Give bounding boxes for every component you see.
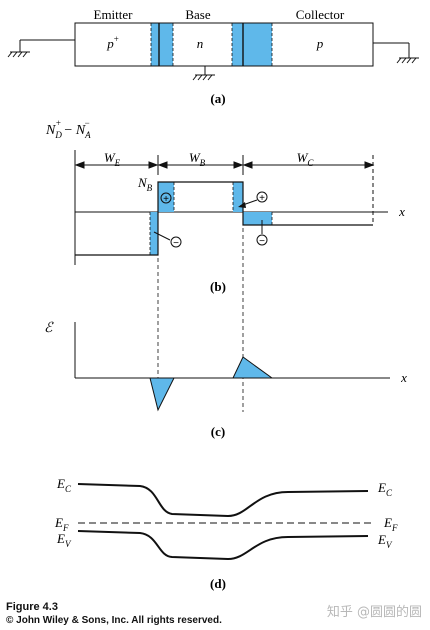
collector-depletion-charge [243, 212, 272, 225]
ev-right-label: EV [377, 532, 393, 550]
positive-charge-icon-eb: + [160, 192, 172, 205]
negative-charge-icon-eb: − [153, 231, 182, 249]
nb-label: NB [137, 175, 153, 193]
doping-profile [75, 181, 373, 256]
figure-number: Figure 4.3 [6, 601, 58, 613]
base-ground-icon [192, 66, 215, 81]
bc-depletion-region [232, 23, 272, 66]
collector-doping: p [316, 36, 324, 51]
panel-c: ℰ x (c) [44, 321, 407, 439]
svg-text:−: − [259, 236, 265, 247]
valence-band-edge [77, 530, 369, 561]
wc-label: WC [297, 150, 315, 168]
bc-field-triangle [232, 356, 274, 379]
collector-ground-icon [373, 42, 419, 64]
panel-b-label: (b) [210, 279, 226, 294]
svg-text:+: + [259, 193, 265, 204]
bjt-device-box [74, 22, 374, 67]
panel-a-label: (a) [210, 91, 225, 106]
we-label: WE [104, 150, 121, 168]
panel-b: ND+ − NA− x WE WB WC NB [45, 118, 405, 294]
field-x-axis-label: x [400, 370, 407, 385]
conduction-band-edge [77, 483, 369, 518]
ef-right-label: EF [383, 515, 398, 533]
collector-label: Collector [296, 7, 345, 22]
base-eb-depletion-charge [158, 182, 174, 212]
emitter-label: Emitter [94, 7, 134, 22]
base-bc-depletion-charge [233, 182, 243, 212]
watermark: 知乎 @圆圆的圆 [326, 605, 422, 620]
wb-label: WB [189, 150, 206, 168]
copyright-notice: © John Wiley & Sons, Inc. All rights res… [6, 615, 222, 626]
ef-left-label: EF [54, 515, 69, 533]
ev-left-label: EV [56, 531, 72, 549]
panel-c-label: (c) [211, 424, 225, 439]
panel-d-label: (d) [210, 576, 226, 591]
svg-text:−: − [173, 238, 179, 249]
eb-depletion-region [151, 23, 173, 66]
panel-d: EC EF EV EC EF EV (d) [54, 476, 398, 591]
base-label: Base [185, 7, 211, 22]
panel-a: Emitter Base Collector p+ n p (a) [7, 7, 419, 106]
eb-field-triangle [149, 377, 175, 412]
svg-text:+: + [163, 194, 169, 205]
ec-right-label: EC [377, 480, 393, 498]
field-axis-label: ℰ [44, 321, 54, 336]
emitter-ground-icon [7, 39, 75, 58]
emitter-depletion-charge [150, 212, 158, 255]
negative-charge-icon-bc: − [256, 220, 268, 247]
emitter-doping: p+ [106, 34, 119, 51]
ec-left-label: EC [56, 476, 72, 494]
doping-x-axis-label: x [398, 204, 405, 219]
base-doping: n [197, 36, 204, 51]
positive-charge-icon-bc: + [238, 191, 268, 208]
doping-axis-label: ND+ − NA− [45, 118, 91, 140]
